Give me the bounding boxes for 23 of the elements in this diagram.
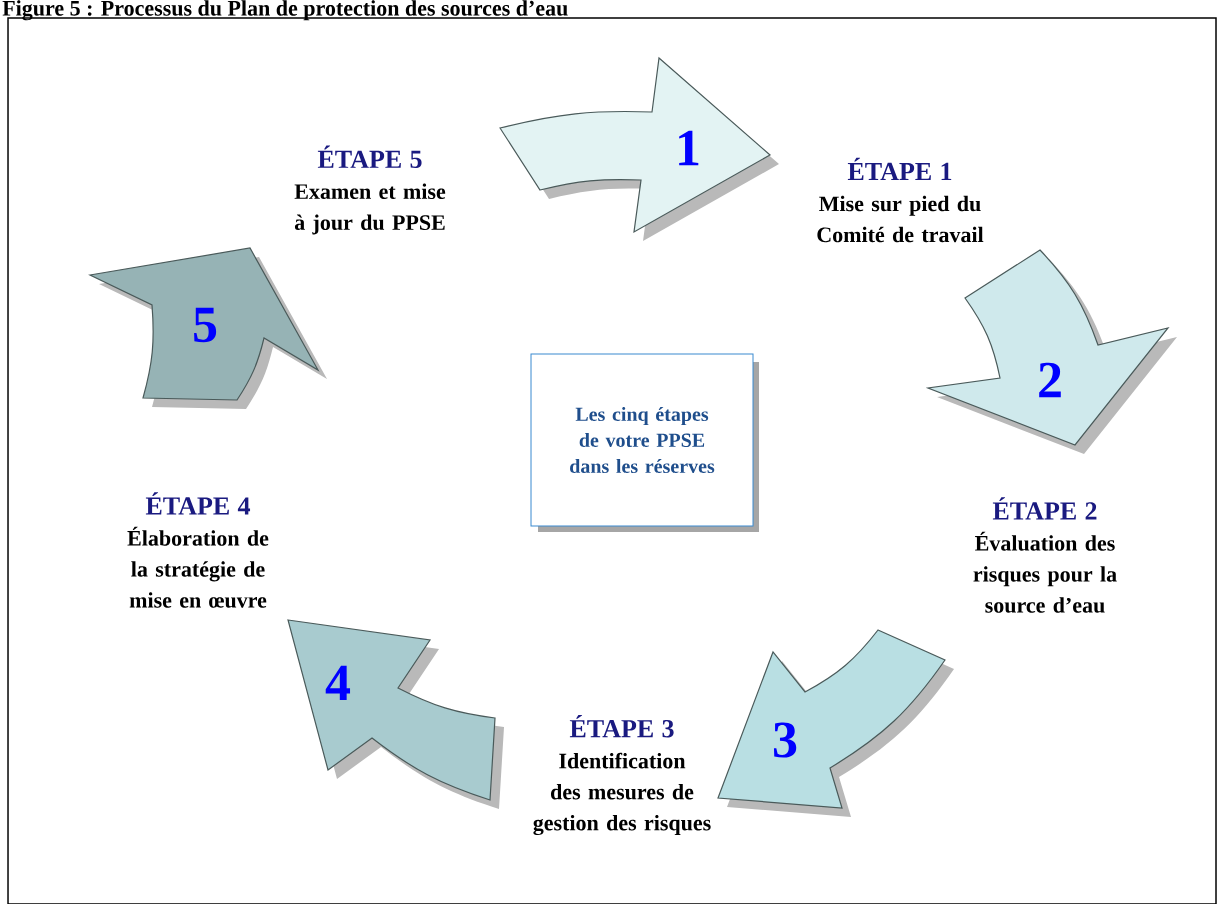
- block-arrow: [499, 57, 779, 241]
- step-number: 4: [325, 665, 351, 701]
- step-heading: ÉTAPE 2: [992, 497, 1097, 520]
- step-description: Examen et mise à jour du PPSE: [294, 183, 446, 235]
- block-arrow: [717, 629, 954, 817]
- step-number: 5: [194, 307, 217, 343]
- step-description: Évaluation des risques pour la source d’eau: [973, 531, 1117, 613]
- block-arrow: [89, 247, 327, 409]
- step-heading: ÉTAPE 3: [569, 714, 674, 738]
- block-arrow: [927, 249, 1177, 454]
- step-heading: ÉTAPE 1: [847, 157, 952, 181]
- step-description: Identification des mesures de gestion des risques: [533, 752, 711, 836]
- step-heading: ÉTAPE 4: [145, 492, 251, 515]
- step-number: 3: [773, 722, 797, 758]
- step-heading: ÉTAPE 5: [317, 145, 422, 169]
- box-text: Les cinq étapes de votre PPSE dans les réserves: [570, 406, 715, 474]
- block-arrow: [287, 619, 504, 809]
- step-number: 2: [1039, 362, 1061, 398]
- title-box: [530, 353, 759, 532]
- step-description: Élaboration de la stratégie de mise en œuvre: [127, 526, 269, 608]
- step-description: Mise sur pied du Comité de travail: [817, 195, 984, 243]
- step-number: 1: [679, 130, 699, 166]
- figure-title: Figure 5 : Processus du Plan de protection des sources d’eau: [2, 0, 568, 21]
